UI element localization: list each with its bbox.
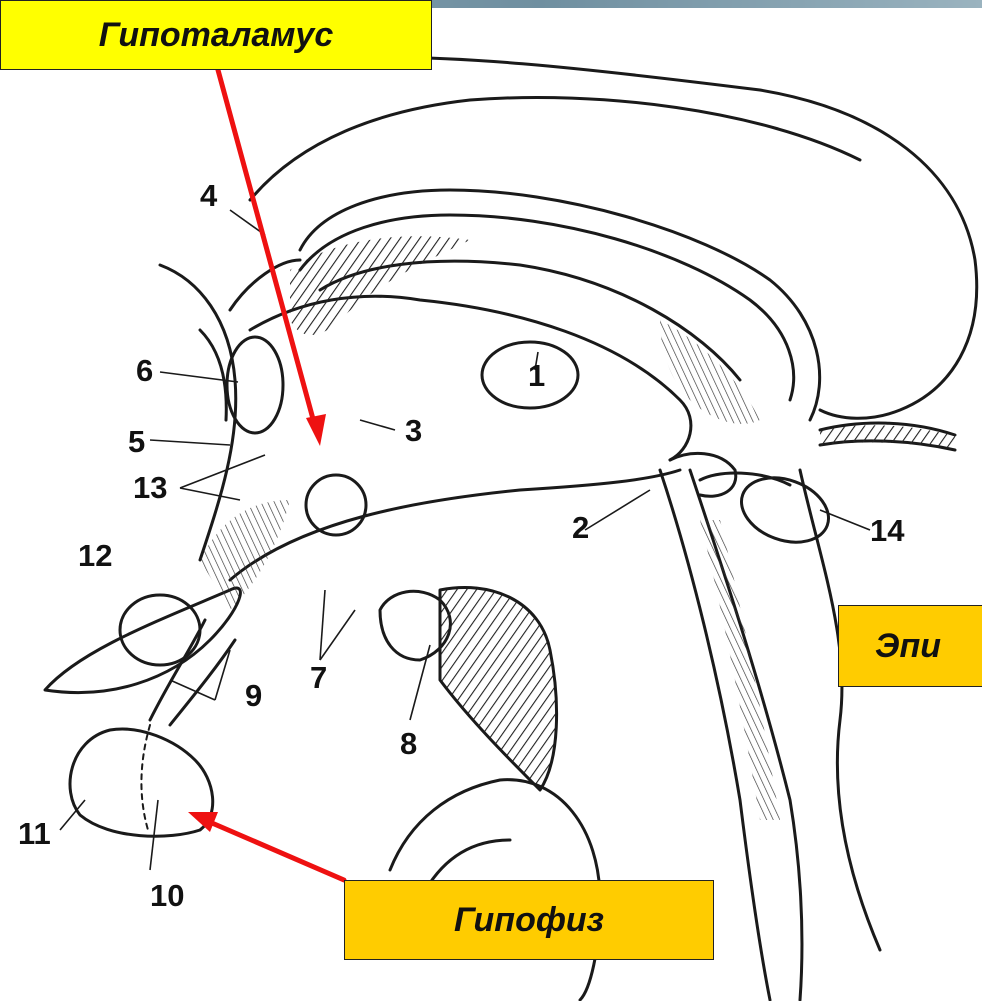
callout-12: 12 [78,540,112,571]
callout-3: 3 [405,415,422,446]
callout-4: 4 [200,180,217,211]
callout-11: 11 [18,818,51,849]
callout-8: 8 [400,728,417,759]
callout-14: 14 [870,515,904,546]
callout-6: 6 [136,355,153,386]
callout-2: 2 [572,512,589,543]
hypophysis-label: Гипофиз [344,880,714,960]
callout-9: 9 [245,680,262,711]
callout-10: 10 [150,880,184,911]
callout-7: 7 [310,662,327,693]
callout-5: 5 [128,426,145,457]
hypothalamus-label: Гипоталамус [0,0,432,70]
epiphysis-label: Эпи [838,605,982,687]
callout-13: 13 [133,472,167,503]
callout-1: 1 [528,360,545,391]
